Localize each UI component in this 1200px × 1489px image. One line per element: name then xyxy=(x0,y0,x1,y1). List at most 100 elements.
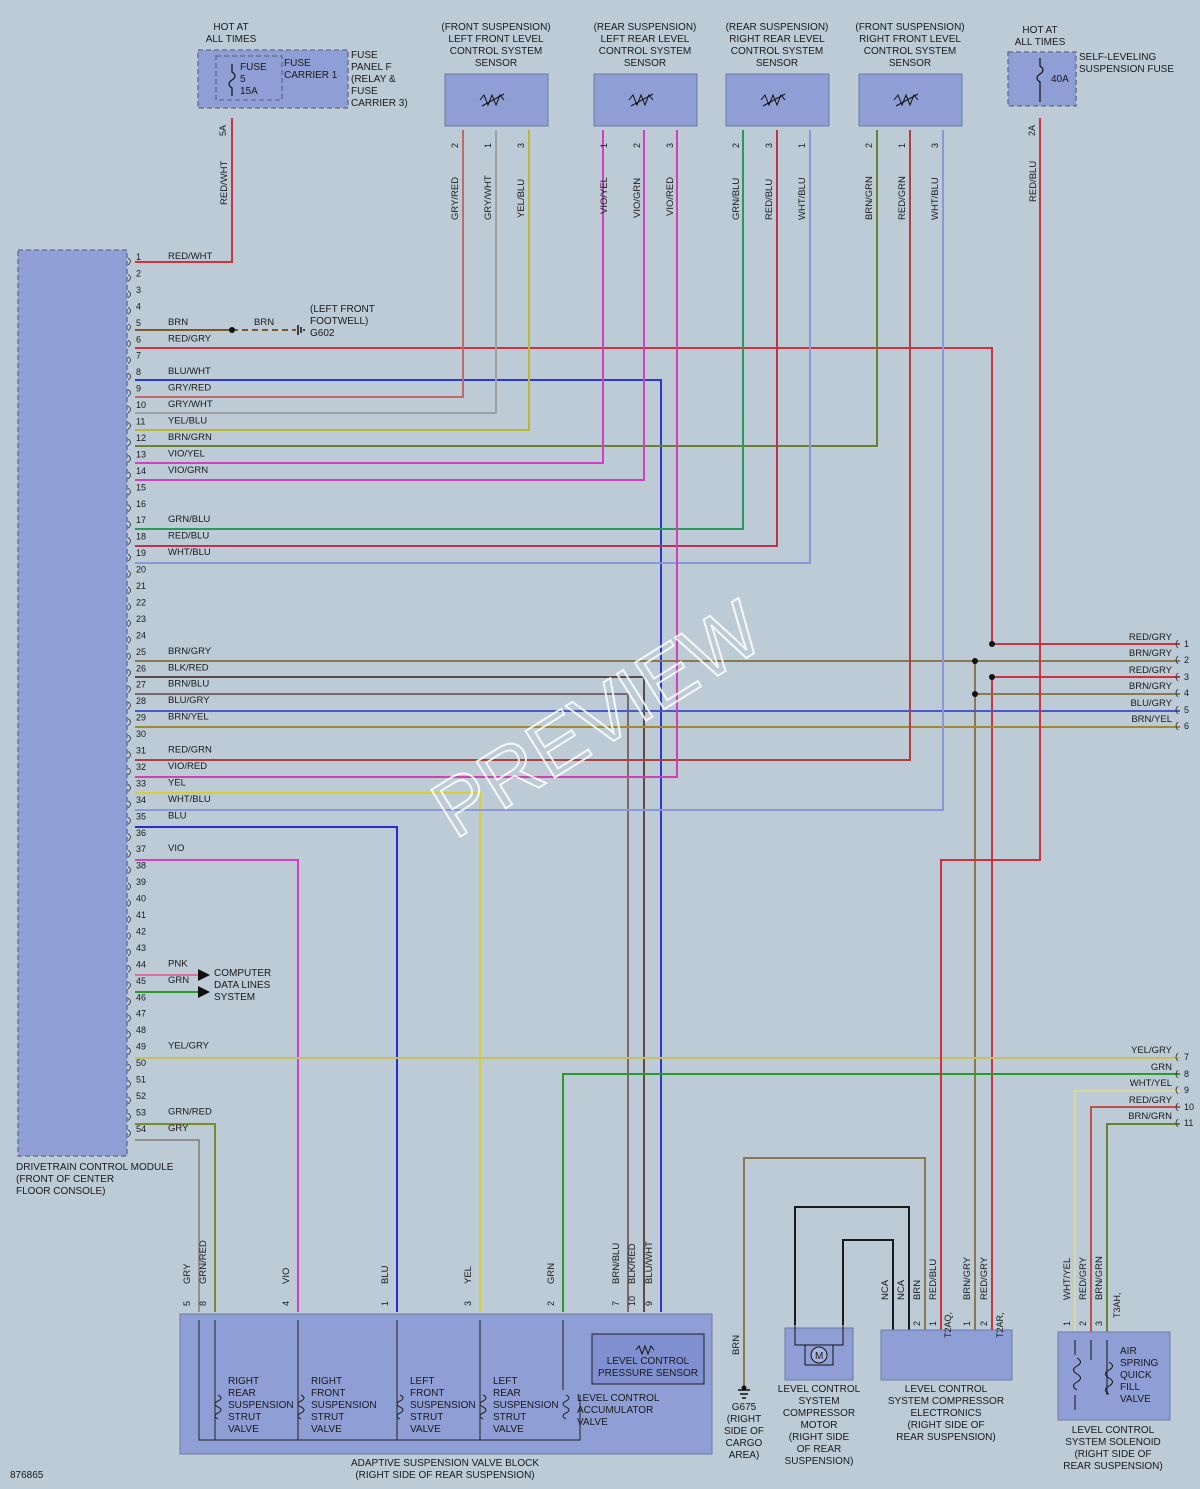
module-pin-number: 33 xyxy=(136,778,146,788)
junction-dot xyxy=(972,691,978,697)
svg-text:M: M xyxy=(815,1351,823,1362)
module-pin-number: 51 xyxy=(136,1075,146,1085)
module-pin-number: 30 xyxy=(136,729,146,739)
wire-red-gry-10 xyxy=(1090,1106,1180,1338)
wires xyxy=(135,118,1180,1388)
module-wire-label: BLK/RED xyxy=(168,662,209,673)
module-pin-number: 2 xyxy=(136,268,141,278)
module-pin-tick xyxy=(127,520,131,529)
fuse-right-box xyxy=(1007,51,1077,107)
wire-nca-motor-2 xyxy=(842,1239,894,1338)
valve-inner-traces xyxy=(198,1320,581,1441)
svg-text:VIO/GRN: VIO/GRN xyxy=(632,178,643,218)
module-pin-number: 50 xyxy=(136,1058,146,1068)
module-pin-number: 53 xyxy=(136,1107,146,1117)
svg-text:T3AH,: T3AH, xyxy=(1112,1292,1122,1318)
module-pin-number: 38 xyxy=(136,861,146,871)
drivetrain-control-module: 1234567891011121314151617181920212223242… xyxy=(16,249,213,1197)
module-pin-tick xyxy=(127,849,131,858)
svg-text:ADAPTIVE SUSPENSION VALVE BLOC: ADAPTIVE SUSPENSION VALVE BLOCK(RIGHT SI… xyxy=(351,1458,539,1481)
module-pin-tick xyxy=(127,767,131,776)
svg-text:2: 2 xyxy=(1078,1321,1088,1326)
valve-block-pin-number: 5 xyxy=(182,1301,192,1306)
svg-text:3: 3 xyxy=(930,143,940,148)
wire-vio-37 xyxy=(135,859,299,1312)
junction-dot xyxy=(229,327,235,333)
pressure-sensor-box xyxy=(591,1333,705,1385)
svg-text:2: 2 xyxy=(912,1321,922,1326)
module-pin-tick xyxy=(127,685,131,694)
right-connector-tick xyxy=(1175,655,1179,665)
svg-text:GRY/RED: GRY/RED xyxy=(450,177,461,220)
module-wire-label: YEL/BLU xyxy=(168,416,207,427)
svg-text:T2AR,: T2AR, xyxy=(995,1312,1005,1338)
svg-text:VIO/RED: VIO/RED xyxy=(665,177,676,216)
fuse-panel-label: FUSE xyxy=(351,50,378,61)
svg-text:2: 2 xyxy=(864,143,874,148)
wire-red-grn-31 xyxy=(135,130,911,761)
sensor-icon xyxy=(760,93,786,107)
module-pin-tick xyxy=(127,323,131,332)
module-pin-number: 4 xyxy=(136,301,141,311)
arrow-grn-icon xyxy=(198,986,210,998)
pressure-sensor-icon xyxy=(635,1344,655,1356)
module-wire-label: RED/WHT xyxy=(168,251,213,262)
module-pin-tick xyxy=(127,389,131,397)
module-pin-tick xyxy=(127,701,131,710)
module-pin-number: 42 xyxy=(136,926,146,936)
fuse-symbol-icon xyxy=(228,64,236,96)
module-pin-number: 24 xyxy=(136,630,146,640)
wire-yel-blu-11 xyxy=(135,130,530,431)
module-pin-number: 31 xyxy=(136,746,146,756)
module-wire-label: BRN/GRN xyxy=(168,432,212,443)
svg-text:2: 2 xyxy=(632,143,642,148)
module-pin-number: 23 xyxy=(136,614,146,624)
module-pin-tick xyxy=(127,1047,131,1055)
module-wire-label: GRN xyxy=(168,975,189,986)
module-pin-tick xyxy=(127,833,131,842)
svg-text:BRN: BRN xyxy=(731,1335,742,1355)
wire-blu-35 xyxy=(135,826,398,1312)
svg-text:2: 2 xyxy=(450,143,460,148)
module-wire-label: GRY/WHT xyxy=(168,399,213,410)
right-connector-wire: GRN xyxy=(1151,1062,1172,1073)
module-wire-label: RED/GRY xyxy=(168,333,212,344)
module-wire-label: WHT/BLU xyxy=(168,547,211,558)
right-connector-wire: YEL/GRY xyxy=(1131,1045,1173,1056)
wire-vio-red-32 xyxy=(135,130,678,778)
valve-block-wire-label: GRN/RED xyxy=(198,1240,209,1284)
module-pin-numbers: 1234567891011121314151617181920212223242… xyxy=(127,252,146,1138)
coil-icon xyxy=(396,1394,404,1420)
right-connector-wire: BRN/GRY xyxy=(1129,681,1173,692)
svg-text:WHT/BLU: WHT/BLU xyxy=(797,177,808,220)
fuse-right-top: HOT AT xyxy=(1022,25,1057,36)
g602-wire: BRN xyxy=(254,317,274,328)
svg-text:3: 3 xyxy=(665,143,675,148)
svg-text:(REAR SUSPENSION)LEFT REAR LEV: (REAR SUSPENSION)LEFT REAR LEVELCONTROL … xyxy=(594,22,697,69)
module-wire-label: YEL/GRY xyxy=(168,1041,210,1052)
module-pin-tick xyxy=(127,899,131,907)
module-pin-number: 21 xyxy=(136,581,146,591)
svg-text:RED/BLU: RED/BLU xyxy=(928,1259,939,1300)
module-pin-tick xyxy=(127,751,131,759)
valve-block-wire-label: BLU/WHT xyxy=(644,1241,655,1284)
module-wire-label: VIO/GRN xyxy=(168,465,208,476)
module-pin-tick xyxy=(127,932,131,940)
right-connector-wire: BRN/GRY xyxy=(1129,648,1173,659)
right-connector-pin: 11 xyxy=(1184,1118,1193,1128)
svg-text:2: 2 xyxy=(979,1321,989,1326)
valve-block-pin-number: 3 xyxy=(463,1301,473,1306)
module-wire-label: GRY xyxy=(168,1123,189,1134)
right-connector-pin: 2 xyxy=(1184,655,1189,665)
